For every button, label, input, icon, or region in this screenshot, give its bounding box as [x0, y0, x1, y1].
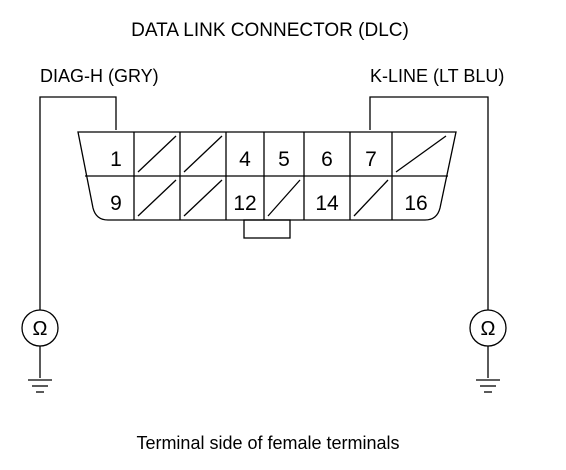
right-wire — [369, 96, 489, 310]
ground-icon — [28, 379, 52, 393]
empty-cavity-mark — [183, 135, 223, 173]
omega-symbol: Ω — [33, 318, 48, 340]
empty-cavity-mark — [395, 135, 447, 173]
pin-label: 1 — [110, 148, 122, 171]
pin-label: 9 — [110, 192, 122, 215]
diag-h-label: DIAG-H (GRY) — [40, 66, 159, 86]
pin-label: 4 — [239, 148, 251, 171]
pin-label: 6 — [321, 148, 333, 171]
empty-cavity-mark — [137, 135, 177, 173]
empty-cavity-mark — [137, 179, 177, 217]
right-ohmmeter: Ω — [469, 309, 507, 347]
pin-label: 14 — [315, 192, 339, 215]
empty-cavity-mark — [183, 179, 223, 217]
empty-cavity-mark — [353, 179, 389, 217]
dlc-connector — [77, 131, 457, 239]
connector-key — [243, 219, 291, 239]
left-wire — [39, 96, 117, 310]
ground-icon — [476, 379, 500, 393]
k-line-label: K-LINE (LT BLU) — [370, 66, 504, 86]
pin-label: 5 — [278, 148, 290, 171]
pin-labels-bottom: 9 12 14 16 — [110, 192, 428, 215]
pin-labels-top: 1 4 5 6 7 — [110, 148, 377, 171]
left-ohmmeter: Ω — [21, 309, 59, 347]
pin-label: 12 — [233, 192, 256, 215]
empty-cavity-mark — [267, 179, 301, 217]
connector-outline — [77, 131, 457, 221]
pin-label: 16 — [404, 192, 427, 215]
diagram-title: DATA LINK CONNECTOR (DLC) — [131, 20, 409, 41]
ohmmeter-icon — [21, 309, 59, 347]
omega-symbol: Ω — [481, 318, 496, 340]
pin-label: 7 — [365, 148, 377, 171]
diagram-caption: Terminal side of female terminals — [136, 433, 399, 453]
ohmmeter-icon — [469, 309, 507, 347]
wire-lines — [39, 96, 489, 378]
